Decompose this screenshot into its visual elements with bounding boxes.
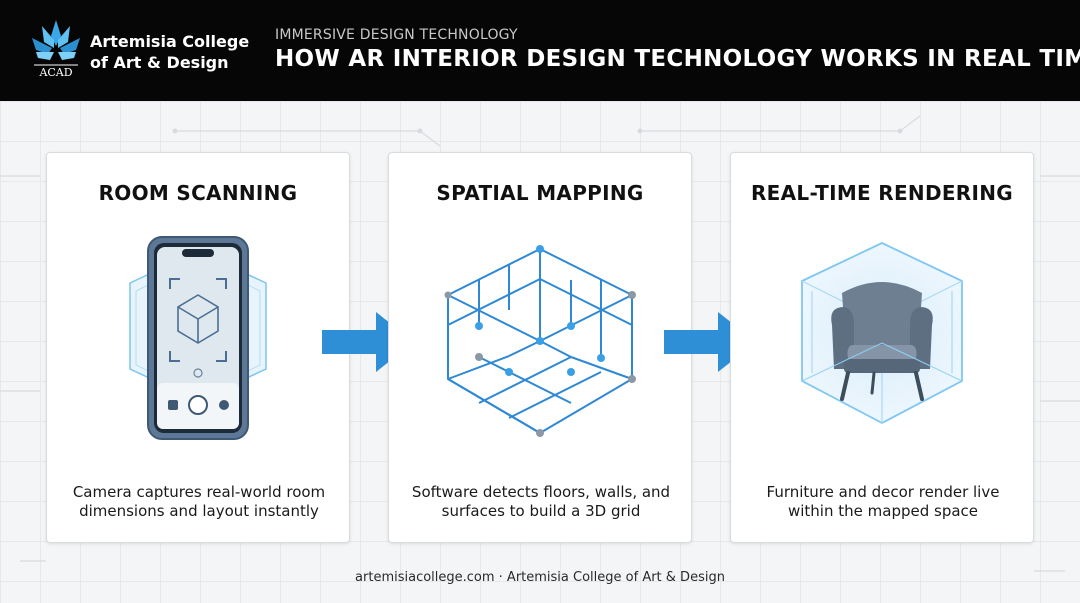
- logo-text: ACAD: [38, 66, 72, 79]
- page-title: HOW AR INTERIOR DESIGN TECHNOLOGY WORKS …: [275, 46, 1080, 72]
- step-title: REAL-TIME RENDERING: [750, 181, 1014, 205]
- step-description: Camera captures real-world room dimensio…: [72, 483, 326, 520]
- step-title: ROOM SCANNING: [98, 181, 298, 205]
- college-logo: ACAD: [32, 20, 80, 79]
- step-card-real-time-rendering: REAL-TIME RENDERING: [730, 152, 1034, 543]
- step-description: Furniture and decor render live within t…: [766, 483, 1000, 520]
- header-bar: ACAD Artemisia College of Art & Design I…: [0, 0, 1080, 101]
- step-card-room-scanning: ROOM SCANNING: [46, 152, 350, 543]
- page-kicker: IMMERSIVE DESIGN TECHNOLOGY: [275, 27, 518, 43]
- step-description: Software detects floors, walls, and surf…: [411, 483, 671, 520]
- phone-scan-icon: [129, 236, 267, 440]
- step-card-spatial-mapping: SPATIAL MAPPING: [388, 152, 692, 543]
- college-name: Artemisia College of Art & Design: [90, 32, 250, 72]
- background-circuit-lines: [0, 115, 1080, 572]
- armchair-hologram-icon: [784, 235, 980, 431]
- 3d-grid-icon: [444, 245, 636, 437]
- footer-text: artemisiacollege.com · Artemisia College…: [355, 570, 725, 585]
- step-title: SPATIAL MAPPING: [436, 181, 644, 205]
